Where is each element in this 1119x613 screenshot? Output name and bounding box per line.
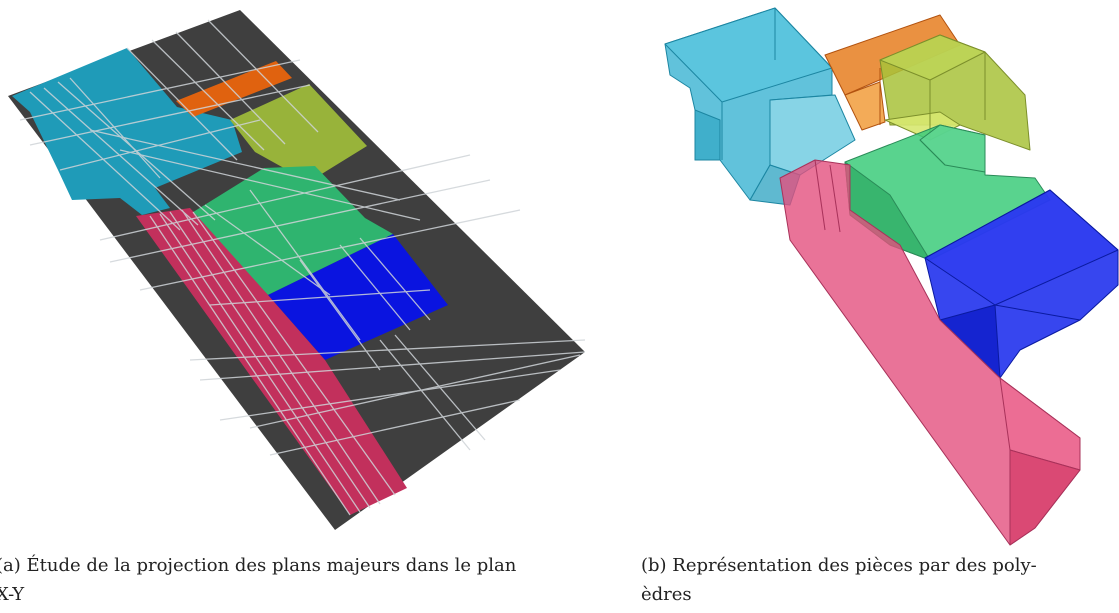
- major-plane-lines: [19, 19, 586, 516]
- room-cyan-projection: [12, 48, 242, 215]
- polyhedron-blue: [924, 189, 1119, 379]
- figure-b-room-polyhedra: [640, 0, 1119, 560]
- figure-a-plane-projection: [0, 0, 600, 540]
- figure-a-caption-line-1: (a) Étude de la projection des plans maj…: [0, 555, 517, 576]
- figure-b-caption-line-2: èdres: [641, 584, 692, 605]
- figure-b-caption-line-1: (b) Représentation des pièces par des po…: [641, 555, 1037, 576]
- polyhedron-pink: [779, 159, 1081, 546]
- figure-a-caption-line-2: X-Y: [0, 584, 25, 605]
- room-orange-projection: [176, 61, 292, 117]
- room-olive-projection: [230, 84, 367, 176]
- room-green-projection: [190, 166, 393, 295]
- polyhedra-view: [664, 7, 1119, 546]
- plane-projection-view: [8, 10, 586, 530]
- polyhedron-olive: [879, 34, 1031, 151]
- room-blue-projection: [268, 234, 448, 360]
- figure-a-caption: (a) Étude de la projection des plans maj…: [0, 551, 596, 609]
- figure-b-caption: (b) Représentation des pièces par des po…: [641, 551, 1119, 609]
